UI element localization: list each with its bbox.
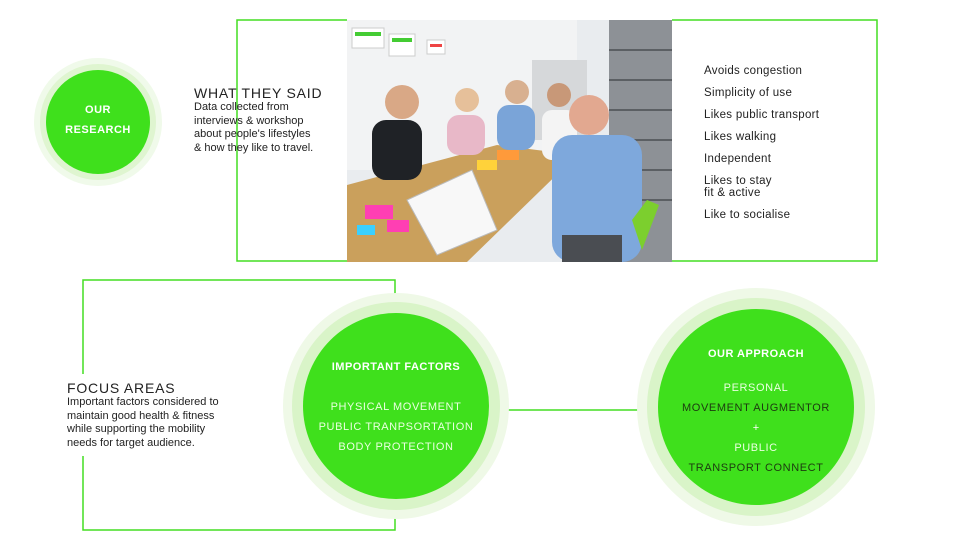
approach-line: PERSONAL xyxy=(723,382,789,394)
finding-item: Simplicity of use xyxy=(704,87,793,99)
factor-item: PUBLIC TRANPSORTATION xyxy=(318,421,474,433)
what-they-said-description: Data collected from interviews & worksho… xyxy=(194,101,314,154)
finding-item: Avoids congestion xyxy=(704,65,803,77)
factor-item: PHYSICAL MOVEMENT xyxy=(330,401,462,413)
important-factors-heading: IMPORTANT FACTORS xyxy=(331,361,461,373)
workshop-photo-illustration xyxy=(347,20,672,262)
finding-item: Likes public transport xyxy=(704,109,820,121)
approach-line: MOVEMENT AUGMENTOR xyxy=(682,402,830,414)
factor-item: BODY PROTECTION xyxy=(338,441,454,453)
approach-line: TRANSPORT CONNECT xyxy=(688,462,824,474)
workshop-photo xyxy=(347,20,672,262)
approach-line: + xyxy=(752,422,760,434)
our-approach-heading: OUR APPROACH xyxy=(707,348,805,360)
finding-item: Likes walking xyxy=(704,131,777,143)
finding-item: Like to socialise xyxy=(704,209,791,221)
findings-list: Avoids congestion Simplicity of use Like… xyxy=(704,0,874,240)
focus-areas-description: Important factors considered to maintain… xyxy=(67,396,219,449)
research-line-1: OUR xyxy=(85,104,111,116)
finding-item: fit & active xyxy=(704,187,761,199)
focus-areas-title: FOCUS AREAS xyxy=(67,380,176,396)
finding-item: Independent xyxy=(704,153,772,165)
research-line-2: RESEARCH xyxy=(65,124,131,136)
what-they-said-title: WHAT THEY SAID xyxy=(194,85,323,101)
approach-line: PUBLIC xyxy=(734,442,778,454)
finding-item: Likes to stay xyxy=(704,175,772,187)
